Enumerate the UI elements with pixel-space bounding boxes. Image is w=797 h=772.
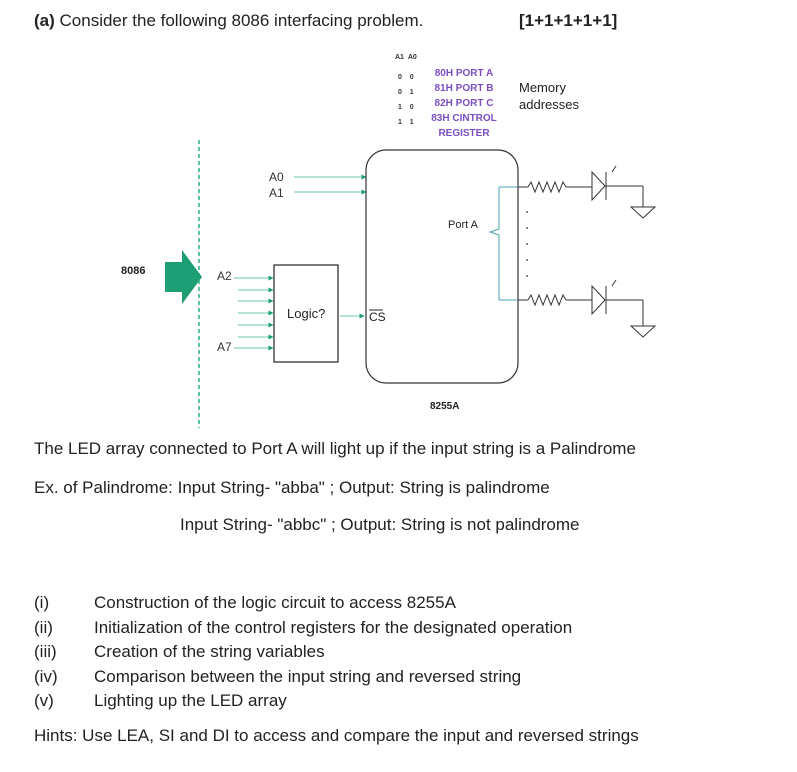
port-a-label: Port A [448, 219, 478, 231]
address-table-header: A1 A0 [395, 54, 417, 61]
interfacing-diagram [165, 140, 657, 428]
chip-label: 8255A [430, 401, 460, 412]
address-bits: 0 0 0 1 1 0 1 1 [398, 74, 414, 126]
a1-label: A1 [269, 186, 284, 200]
port-address-list: 80H PORT A 81H PORT B 82H PORT C 83H CIN… [431, 68, 497, 139]
description-text: The LED array connected to Port A will l… [34, 439, 636, 458]
marks-label: [1+1+1+1+1] [519, 11, 618, 30]
question-header: (a) Consider the following 8086 interfac… [34, 11, 423, 31]
address-lines-a2-a7 [234, 275, 274, 351]
chip-8255a [365, 149, 519, 384]
cs-label: CS [369, 310, 386, 324]
hints-text: Hints: Use LEA, SI and DI to access and … [34, 726, 639, 745]
port-a-bracket [488, 187, 500, 300]
a0-label: A0 [269, 170, 284, 184]
list-item: (iii)Creation of the string variables [34, 642, 325, 661]
list-item: (ii)Initialization of the control regist… [34, 617, 573, 637]
led-circuit-top [518, 165, 657, 219]
list-item: (iv)Comparison between the input string … [34, 666, 522, 686]
a7-label: A7 [217, 340, 232, 354]
task-list: (i)Construction of the logic circuit to … [34, 591, 572, 714]
list-item: (v)Lighting up the LED array [34, 691, 287, 710]
a2-label: A2 [217, 269, 232, 283]
list-item: (i)Construction of the logic circuit to … [34, 593, 456, 612]
logic-box [273, 264, 339, 363]
example-1-text: Ex. of Palindrome: Input String- "abba" … [34, 478, 550, 497]
example-2-text: Input String- "abbc" ; Output: String is… [180, 515, 580, 534]
cpu-arrow-icon [165, 250, 202, 304]
part-label: (a) [34, 11, 55, 30]
memory-addresses-label: Memory addresses [519, 80, 579, 112]
led-dots [526, 211, 528, 277]
cpu-label: 8086 [121, 265, 146, 277]
led-circuit-bottom [518, 279, 657, 338]
logic-label: Logic? [287, 306, 326, 321]
question-title: Consider the following 8086 interfacing … [59, 11, 424, 30]
